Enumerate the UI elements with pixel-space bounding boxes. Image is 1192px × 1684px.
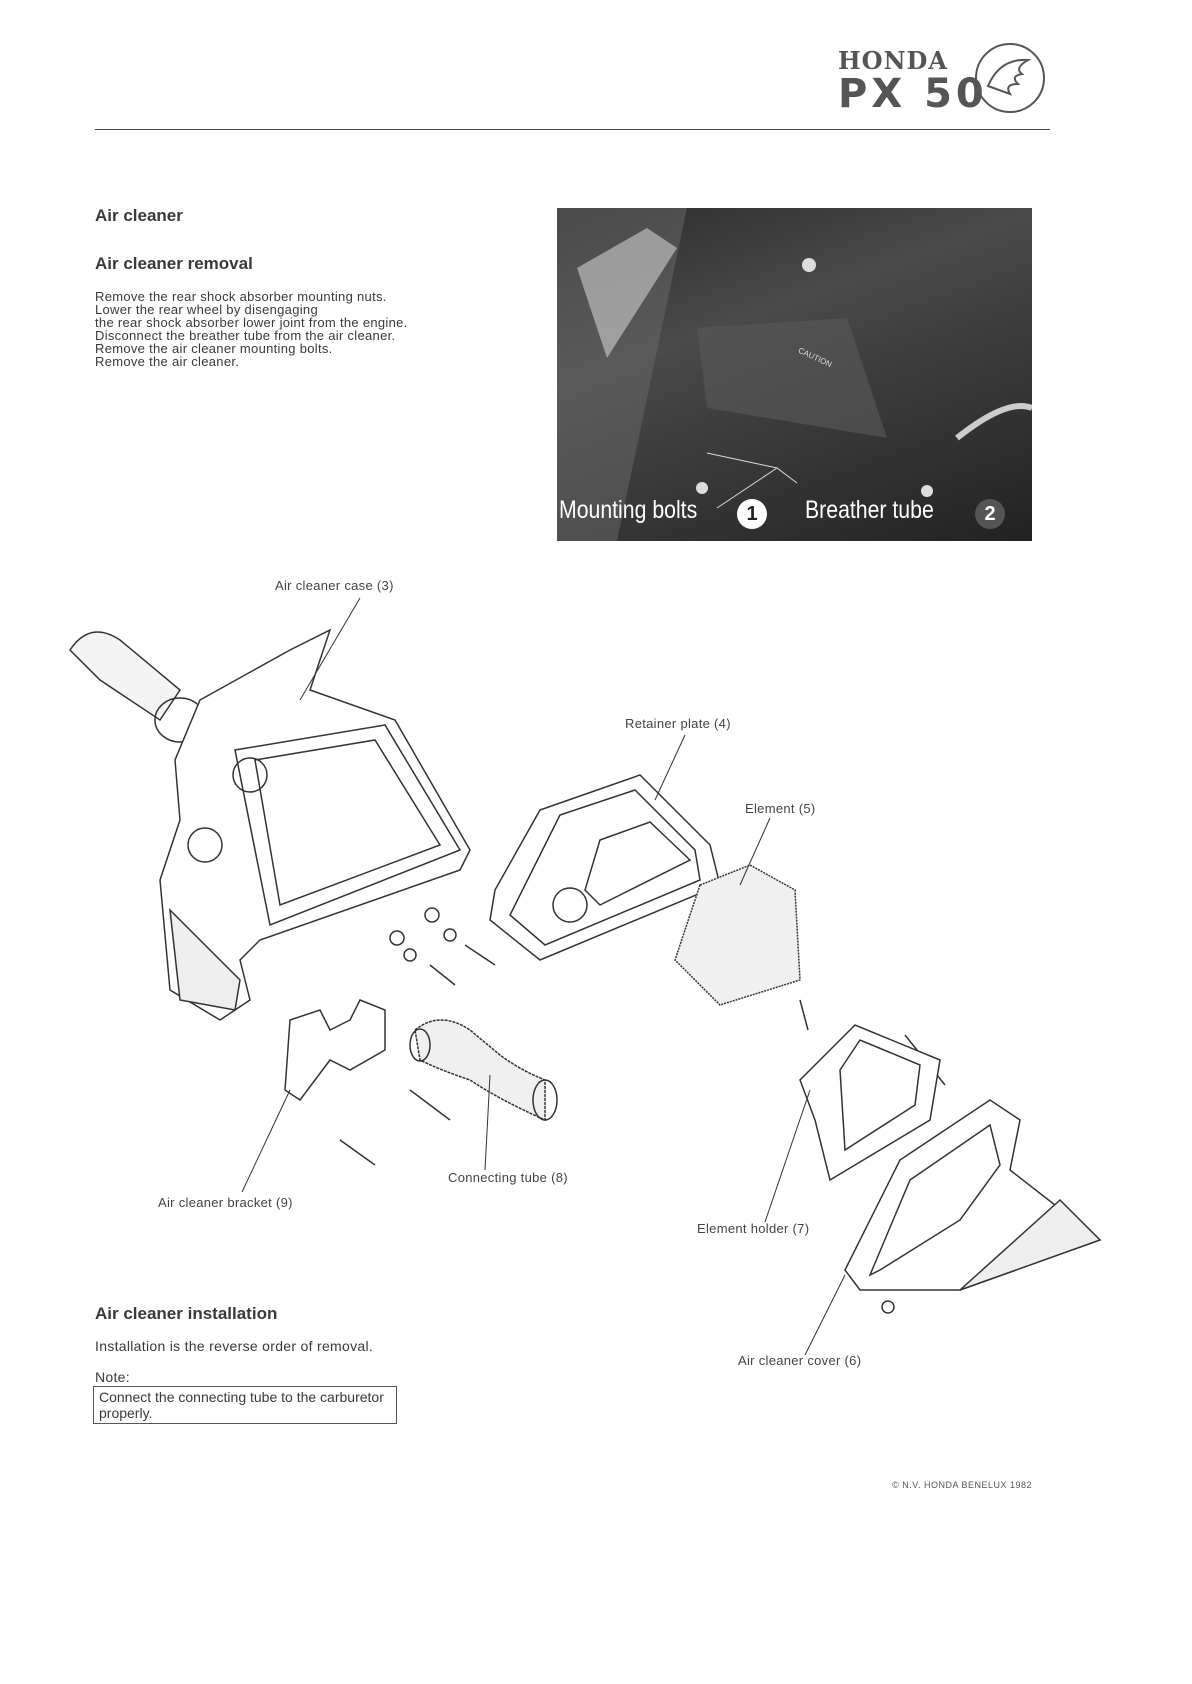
callout-1: 1 (737, 499, 767, 529)
step: Lower the rear wheel by disengaging (95, 302, 318, 317)
step: Remove the rear shock absorber mounting … (95, 289, 387, 304)
label-air-cleaner-bracket: Air cleaner bracket (9) (158, 1195, 293, 1210)
air-cleaner-photo: CAUTION Mounting bolts 1 Breather tube 2 (557, 208, 1032, 541)
exploded-diagram (69, 597, 1102, 1356)
cover-drawing (844, 1099, 1102, 1314)
brand-logo: HONDA (838, 46, 948, 75)
label-element-holder: Element holder (7) (697, 1221, 810, 1236)
installation-title: Air cleaner installation (95, 1304, 278, 1323)
installation-text: Installation is the reverse order of rem… (95, 1338, 374, 1354)
bolts-drawing (339, 907, 946, 1166)
label-connecting-tube: Connecting tube (8) (448, 1170, 568, 1185)
label-air-cleaner-cover: Air cleaner cover (6) (738, 1353, 862, 1368)
label-element: Element (5) (745, 801, 816, 816)
section-title: Air cleaner (95, 206, 183, 225)
callout-2: 2 (975, 499, 1005, 529)
step: Remove the air cleaner mounting bolts. (95, 341, 333, 356)
removal-steps: Remove the rear shock absorber mounting … (95, 290, 408, 368)
bracket-drawing (284, 999, 386, 1102)
photo-label-mounting-bolts: Mounting bolts (559, 496, 698, 524)
step: Remove the air cleaner. (95, 354, 240, 369)
copyright-footer: © N.V. HONDA BENELUX 1982 (892, 1480, 1032, 1490)
removal-title: Air cleaner removal (95, 254, 253, 273)
header-rule (95, 129, 1050, 130)
connecting-tube-drawing (409, 1019, 558, 1122)
photo-label-breather-tube: Breather tube (805, 496, 934, 524)
note-box: Connect the connecting tube to the carbu… (93, 1386, 397, 1424)
label-air-cleaner-case: Air cleaner case (3) (275, 578, 394, 593)
model-title: PX 50 (838, 71, 988, 117)
note-label: Note: (95, 1369, 130, 1385)
air-cleaner-case-drawing (69, 628, 471, 1021)
leader-lines (241, 597, 846, 1356)
label-retainer-plate: Retainer plate (4) (625, 716, 731, 731)
element-drawing (674, 864, 801, 1006)
element-holder-drawing (799, 1024, 941, 1182)
step: Disconnect the breather tube from the ai… (95, 328, 396, 343)
wing-logo-icon (975, 43, 1045, 113)
step: the rear shock absorber lower joint from… (95, 315, 408, 330)
retainer-plate-drawing (489, 774, 721, 961)
